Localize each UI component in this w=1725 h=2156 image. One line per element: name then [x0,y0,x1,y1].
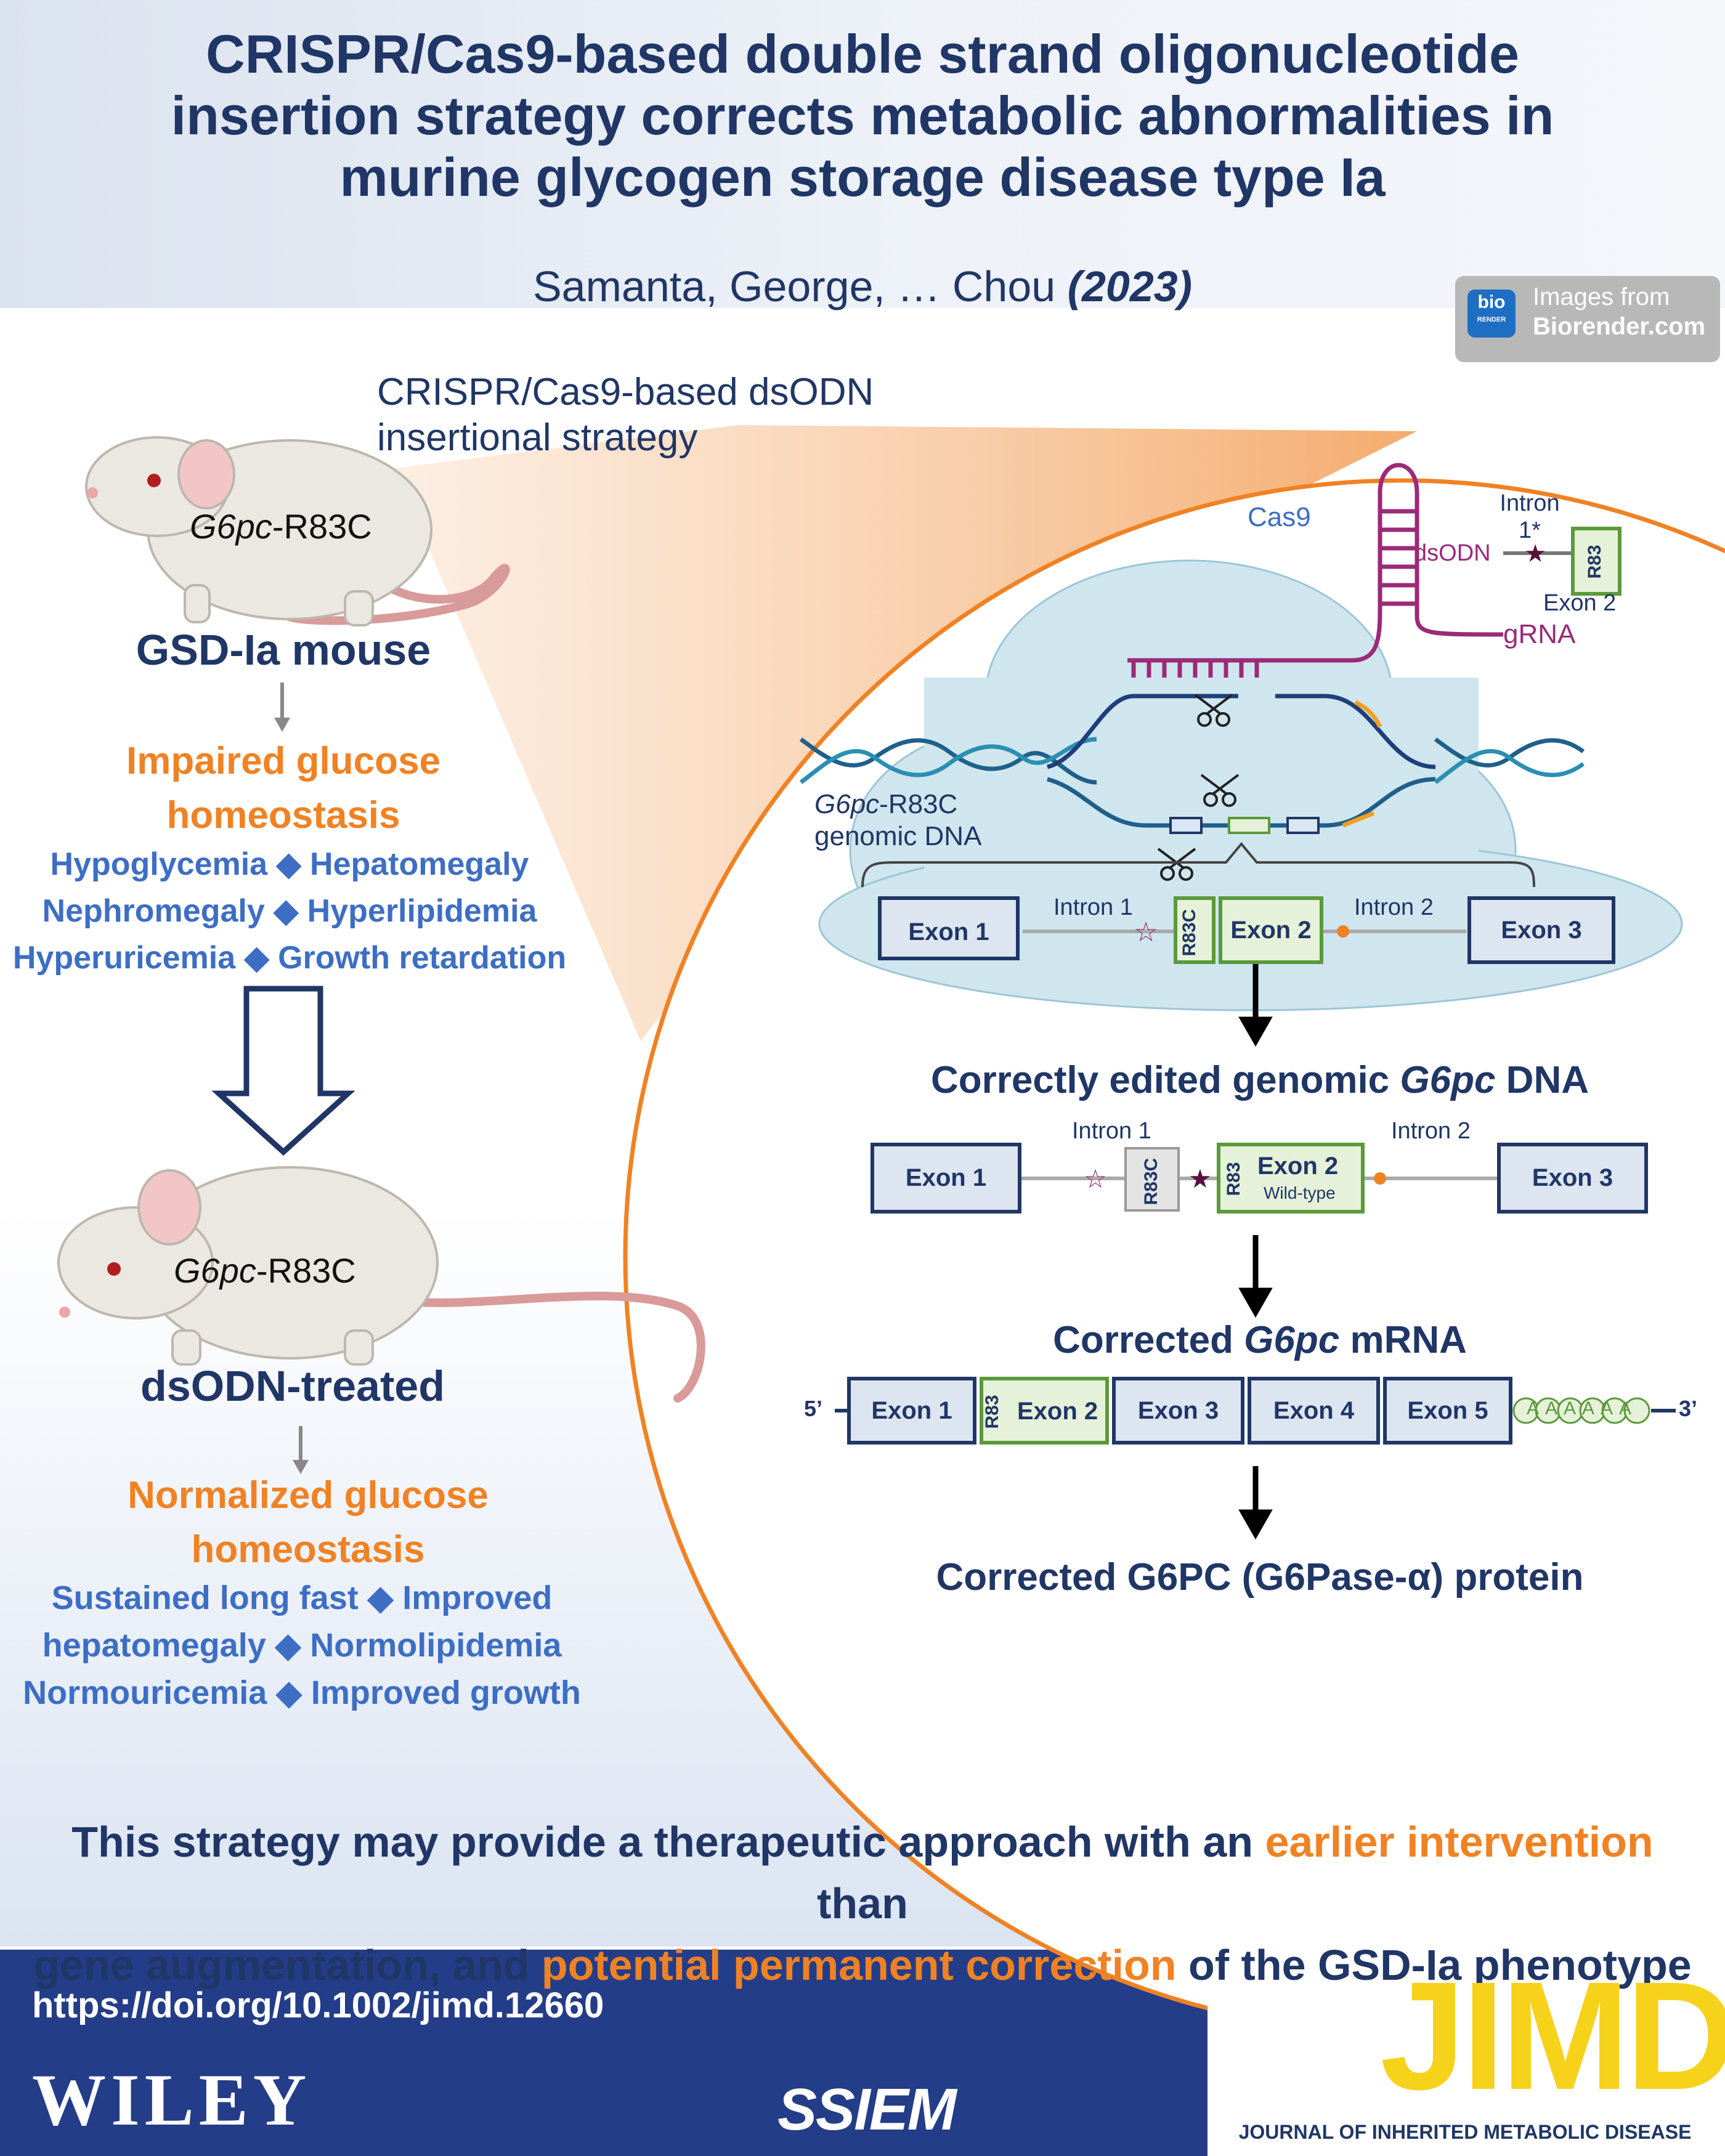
big-hollow-arrow [211,986,355,1156]
genomic-dna-label: G6pc-R83C genomic DNA [814,789,982,851]
scissors-icon [1157,694,1240,881]
biorender-logo-icon: bio RENDER [1467,290,1516,338]
svg-text:★: ★ [1524,540,1546,568]
impaired-heading: Impaired glucose homeostasis [126,740,440,837]
jimd-logo: JIMD [1380,1950,1725,2122]
svg-text:☆: ☆ [1134,917,1158,948]
down-arrows [1238,961,1273,1540]
doi-link[interactable]: https://doi.org/10.1002/jimd.12660 [32,1985,604,2025]
row2-exon1: Exon 1 [871,1143,1021,1214]
mouse2-genotype: G6pc-R83C [174,1251,356,1290]
polya-label: AAAAAA [1526,1398,1638,1419]
intron-1-star-label: Intron 1* [1500,490,1560,543]
symptom-row: Hyperuricemia ◆ Growth retardation [12,940,567,976]
edited-dna-title: Correctly edited genomic G6pc DNA [930,1059,1589,1101]
outcome-row: Normouricemia ◆ Improved growth [23,1674,581,1711]
author-names: Samanta, George, … Chou [532,262,1056,310]
authors: Samanta, George, … Chou (2023) [370,262,1355,311]
mouse1-genotype: G6pc-R83C [190,507,372,546]
svg-text:☆: ☆ [1084,1164,1107,1194]
page-title: CRISPR/Cas9-based double strand oligonuc… [62,23,1663,208]
left-arrows [211,683,355,1474]
zoom-cone [394,425,1417,1041]
row1-exon2: Exon 2 [1219,896,1323,964]
dsodn-exon2-label: Exon 2 [1543,590,1617,616]
cas9-label: Cas9 [1248,502,1311,532]
conclusion-text: This strategy may provide a therapeutic … [33,1818,1692,1989]
header-band [0,0,1725,308]
row2-exon2-box: R83 Exon 2 Wild-type [1217,1143,1365,1214]
genomic-dna-markers [1169,817,1320,834]
row2-intron1: Intron 1 [1072,1118,1151,1144]
symptom-row: Hypoglycemia ◆ Hepatomegaly [50,846,529,882]
row1-exon3: Exon 3 [1467,896,1615,964]
row1-r83c-box: R83C [1174,896,1216,964]
normalized-heading: Normalized glucose homeostasis [128,1474,489,1571]
mouse1-caption: GSD-Ia mouse [136,626,431,674]
title-line: murine glycogen storage disease type Ia [339,147,1386,208]
row3-exon2-box: R83 Exon 2 [980,1377,1109,1445]
exon-bracket [861,841,1535,888]
svg-text:★: ★ [1188,1164,1212,1194]
title-line: insertion strategy corrects metabolic ab… [171,85,1554,146]
row3-exon3: Exon 3 [1112,1377,1244,1445]
biorender-text: Images from Biorender.com [1533,283,1706,340]
strategy-label: CRISPR/Cas9-based dsODN insertional stra… [377,371,874,459]
row2-lines: ☆ ★ [1020,1164,1497,1194]
polya-tail [1512,1397,1650,1424]
protein-title: Corrected G6PC (G6Pase-α) protein [936,1556,1584,1599]
mouse-icon-treated [57,1166,705,1403]
mrna-title: Corrected G6pc mRNA [1053,1319,1467,1361]
row1-intron1: Intron 1 [1053,894,1133,920]
row3-exon5: Exon 5 [1383,1377,1512,1445]
jimd-logo-panel [1208,1956,1725,2156]
row2-exon3: Exon 3 [1497,1143,1648,1214]
outcome-row: Sustained long fast ◆ Improved [51,1579,553,1616]
mouse2-caption: dsODN-treated [140,1362,445,1410]
dsodn-r83-box: R83 [1571,527,1622,596]
five-prime-label: 5’ [804,1396,823,1421]
row3-exon1: Exon 1 [847,1377,976,1445]
row1-intron2: Intron 2 [1354,894,1434,920]
row1-exon1: Exon 1 [878,896,1020,960]
row2-r83c-box: R83C [1124,1147,1180,1212]
mouse-icon [85,436,510,626]
grna-strand [1127,463,1504,678]
outcome-row: hepatomegaly ◆ Normolipidemia [42,1627,562,1664]
symptom-list: Hypoglycemia ◆ Hepatomegaly Nephromegaly… [0,841,579,981]
row2-intron2: Intron 2 [1391,1118,1471,1144]
genomic-dna [799,694,1585,828]
jimd-subtitle: JOURNAL OF INHERITED METABOLIC DISEASE [1238,2121,1692,2143]
year: (2023) [1067,262,1193,310]
wiley-logo: WILEY [32,2059,312,2141]
three-prime-label: 3’ [1679,1396,1698,1421]
row1-lines: ☆ [1023,917,1466,948]
row3-exon4: Exon 4 [1248,1377,1380,1445]
symptom-row: Nephromegaly ◆ Hyperlipidemia [42,893,537,929]
title-line: CRISPR/Cas9-based double strand oligonuc… [206,23,1519,84]
dsodn-label: dsODN [1414,540,1491,566]
grna-label: gRNA [1503,619,1576,649]
ssiem-logo: SSIEM [777,2077,957,2142]
outcome-list: Sustained long fast ◆ Improved hepatomeg… [12,1574,591,1717]
dsodn-strand: ★ [1503,540,1571,568]
